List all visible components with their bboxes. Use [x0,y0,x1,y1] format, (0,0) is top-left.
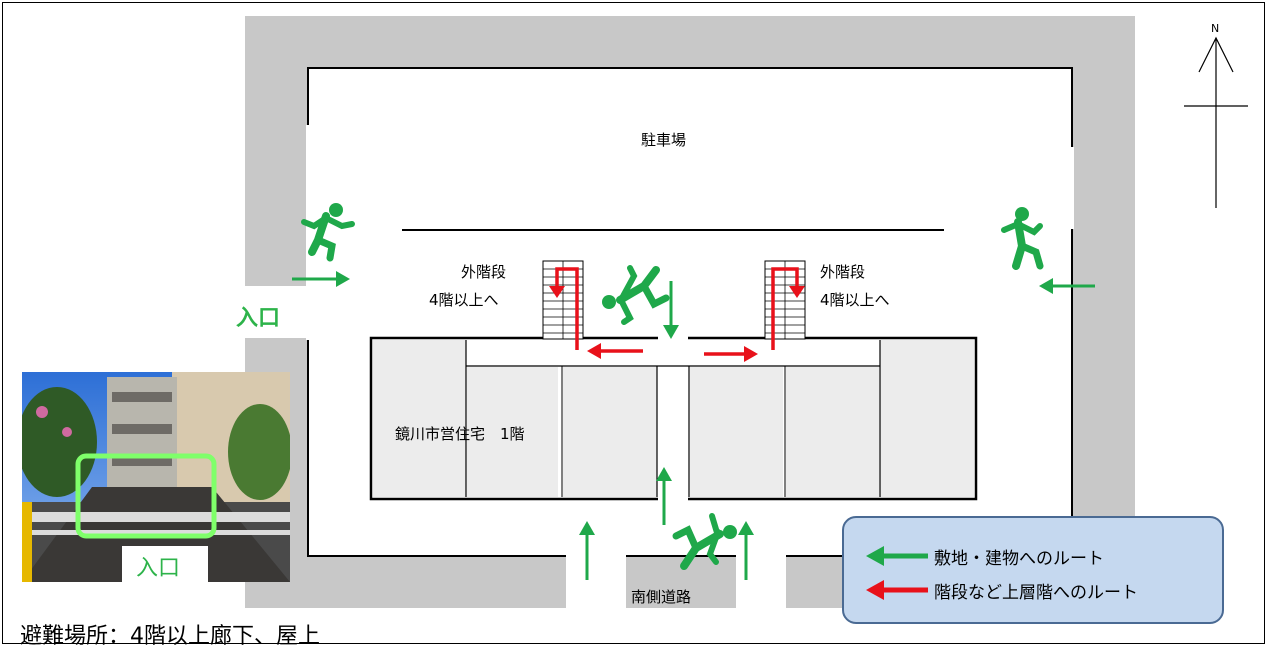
running-figure-icon [301,203,1044,570]
photo-entrance-label: 入口 [136,556,181,581]
stairs-right [764,260,806,340]
west-entrance-gap [245,286,309,338]
north-arrow-icon [1184,36,1248,208]
west-entrance-label: 入口 [236,306,281,331]
building-label: 鏡川市営住宅 1階 [395,425,525,443]
evacuation-caption: 避難場所：4階以上廊下、屋上 [20,624,320,649]
site-route [292,271,1095,580]
north-label: N [1211,22,1220,35]
green-arrow-icon [866,546,928,566]
legend-red-label: 階段など上層階へのルート [934,583,1138,603]
road-label: 南側道路 [631,588,692,606]
legend: 敷地・建物へのルート 階段など上層階へのルート [842,516,1224,624]
south-road-gap-right [736,556,786,608]
stairs-left-line2: 4階以上へ [429,291,499,309]
stairs-right-line2: 4階以上へ [820,291,890,309]
legend-green-label: 敷地・建物へのルート [934,549,1104,569]
stairs-right-line1: 外階段 [820,263,866,281]
parking-label: 駐車場 [641,131,687,149]
stairs-left-line1: 外階段 [461,263,507,281]
entrance-photo: 入口 [22,372,290,582]
upper-floor-route [549,267,805,362]
south-road-gap-left [566,556,626,608]
red-arrow-icon [866,580,928,600]
